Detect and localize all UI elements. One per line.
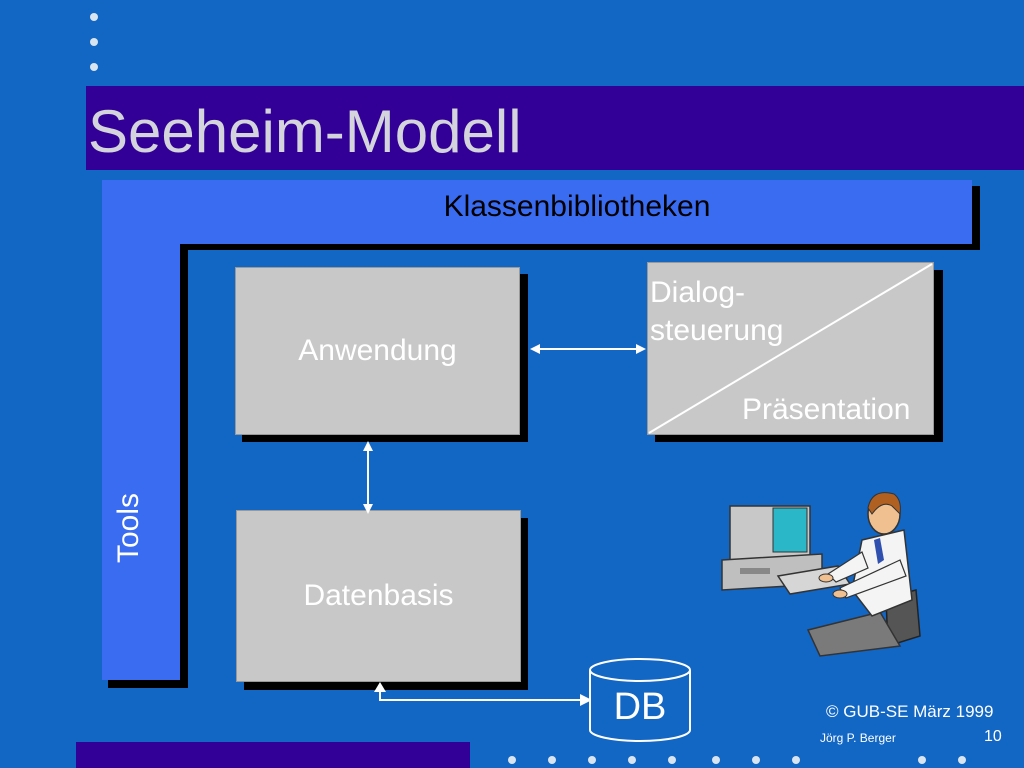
- decor-dot: [90, 63, 98, 71]
- decor-dot: [628, 756, 636, 764]
- decor-dot: [752, 756, 760, 764]
- database-layer-box: [236, 510, 521, 682]
- footer-page-number: 10: [984, 728, 1002, 745]
- decor-dot: [668, 756, 676, 764]
- decor-dot: [712, 756, 720, 764]
- database-layer-label: Datenbasis: [303, 579, 454, 612]
- class-library-bar: [102, 180, 972, 244]
- application-label: Anwendung: [298, 334, 457, 367]
- decor-dot: [90, 38, 98, 46]
- bottom-band: [76, 742, 470, 768]
- dialog-control-line-2: steuerung: [650, 314, 784, 347]
- title-band: [86, 86, 1024, 170]
- db-label: DB: [613, 686, 667, 728]
- db-cylinder: [589, 658, 691, 742]
- class-library-label: Klassenbibliotheken: [443, 190, 711, 223]
- application-box: [235, 267, 520, 435]
- decor-dot: [918, 756, 926, 764]
- presentation-label: Präsentation: [742, 393, 911, 426]
- decor-dot: [792, 756, 800, 764]
- decor-dot: [588, 756, 596, 764]
- decor-dot: [548, 756, 556, 764]
- decor-dot: [90, 13, 98, 21]
- person-at-computer-illustration: [721, 492, 921, 657]
- decor-dot: [958, 756, 966, 764]
- footer-author: Jörg P. Berger: [820, 731, 896, 745]
- decor-dot: [508, 756, 516, 764]
- dialog-control-label: Dialog- steuerung: [650, 274, 783, 350]
- database-db-connector: [379, 684, 586, 701]
- connector-arrowhead-up: [374, 682, 386, 692]
- footer-copyright: © GUB-SE März 1999: [826, 702, 994, 721]
- dialog-control-line-1: Dialog-: [650, 276, 746, 309]
- dialog-split-line: [648, 263, 933, 434]
- connector-arrowhead-right: [580, 694, 592, 706]
- slide-title: Seeheim-Modell: [88, 98, 522, 165]
- tools-bar: [102, 244, 180, 680]
